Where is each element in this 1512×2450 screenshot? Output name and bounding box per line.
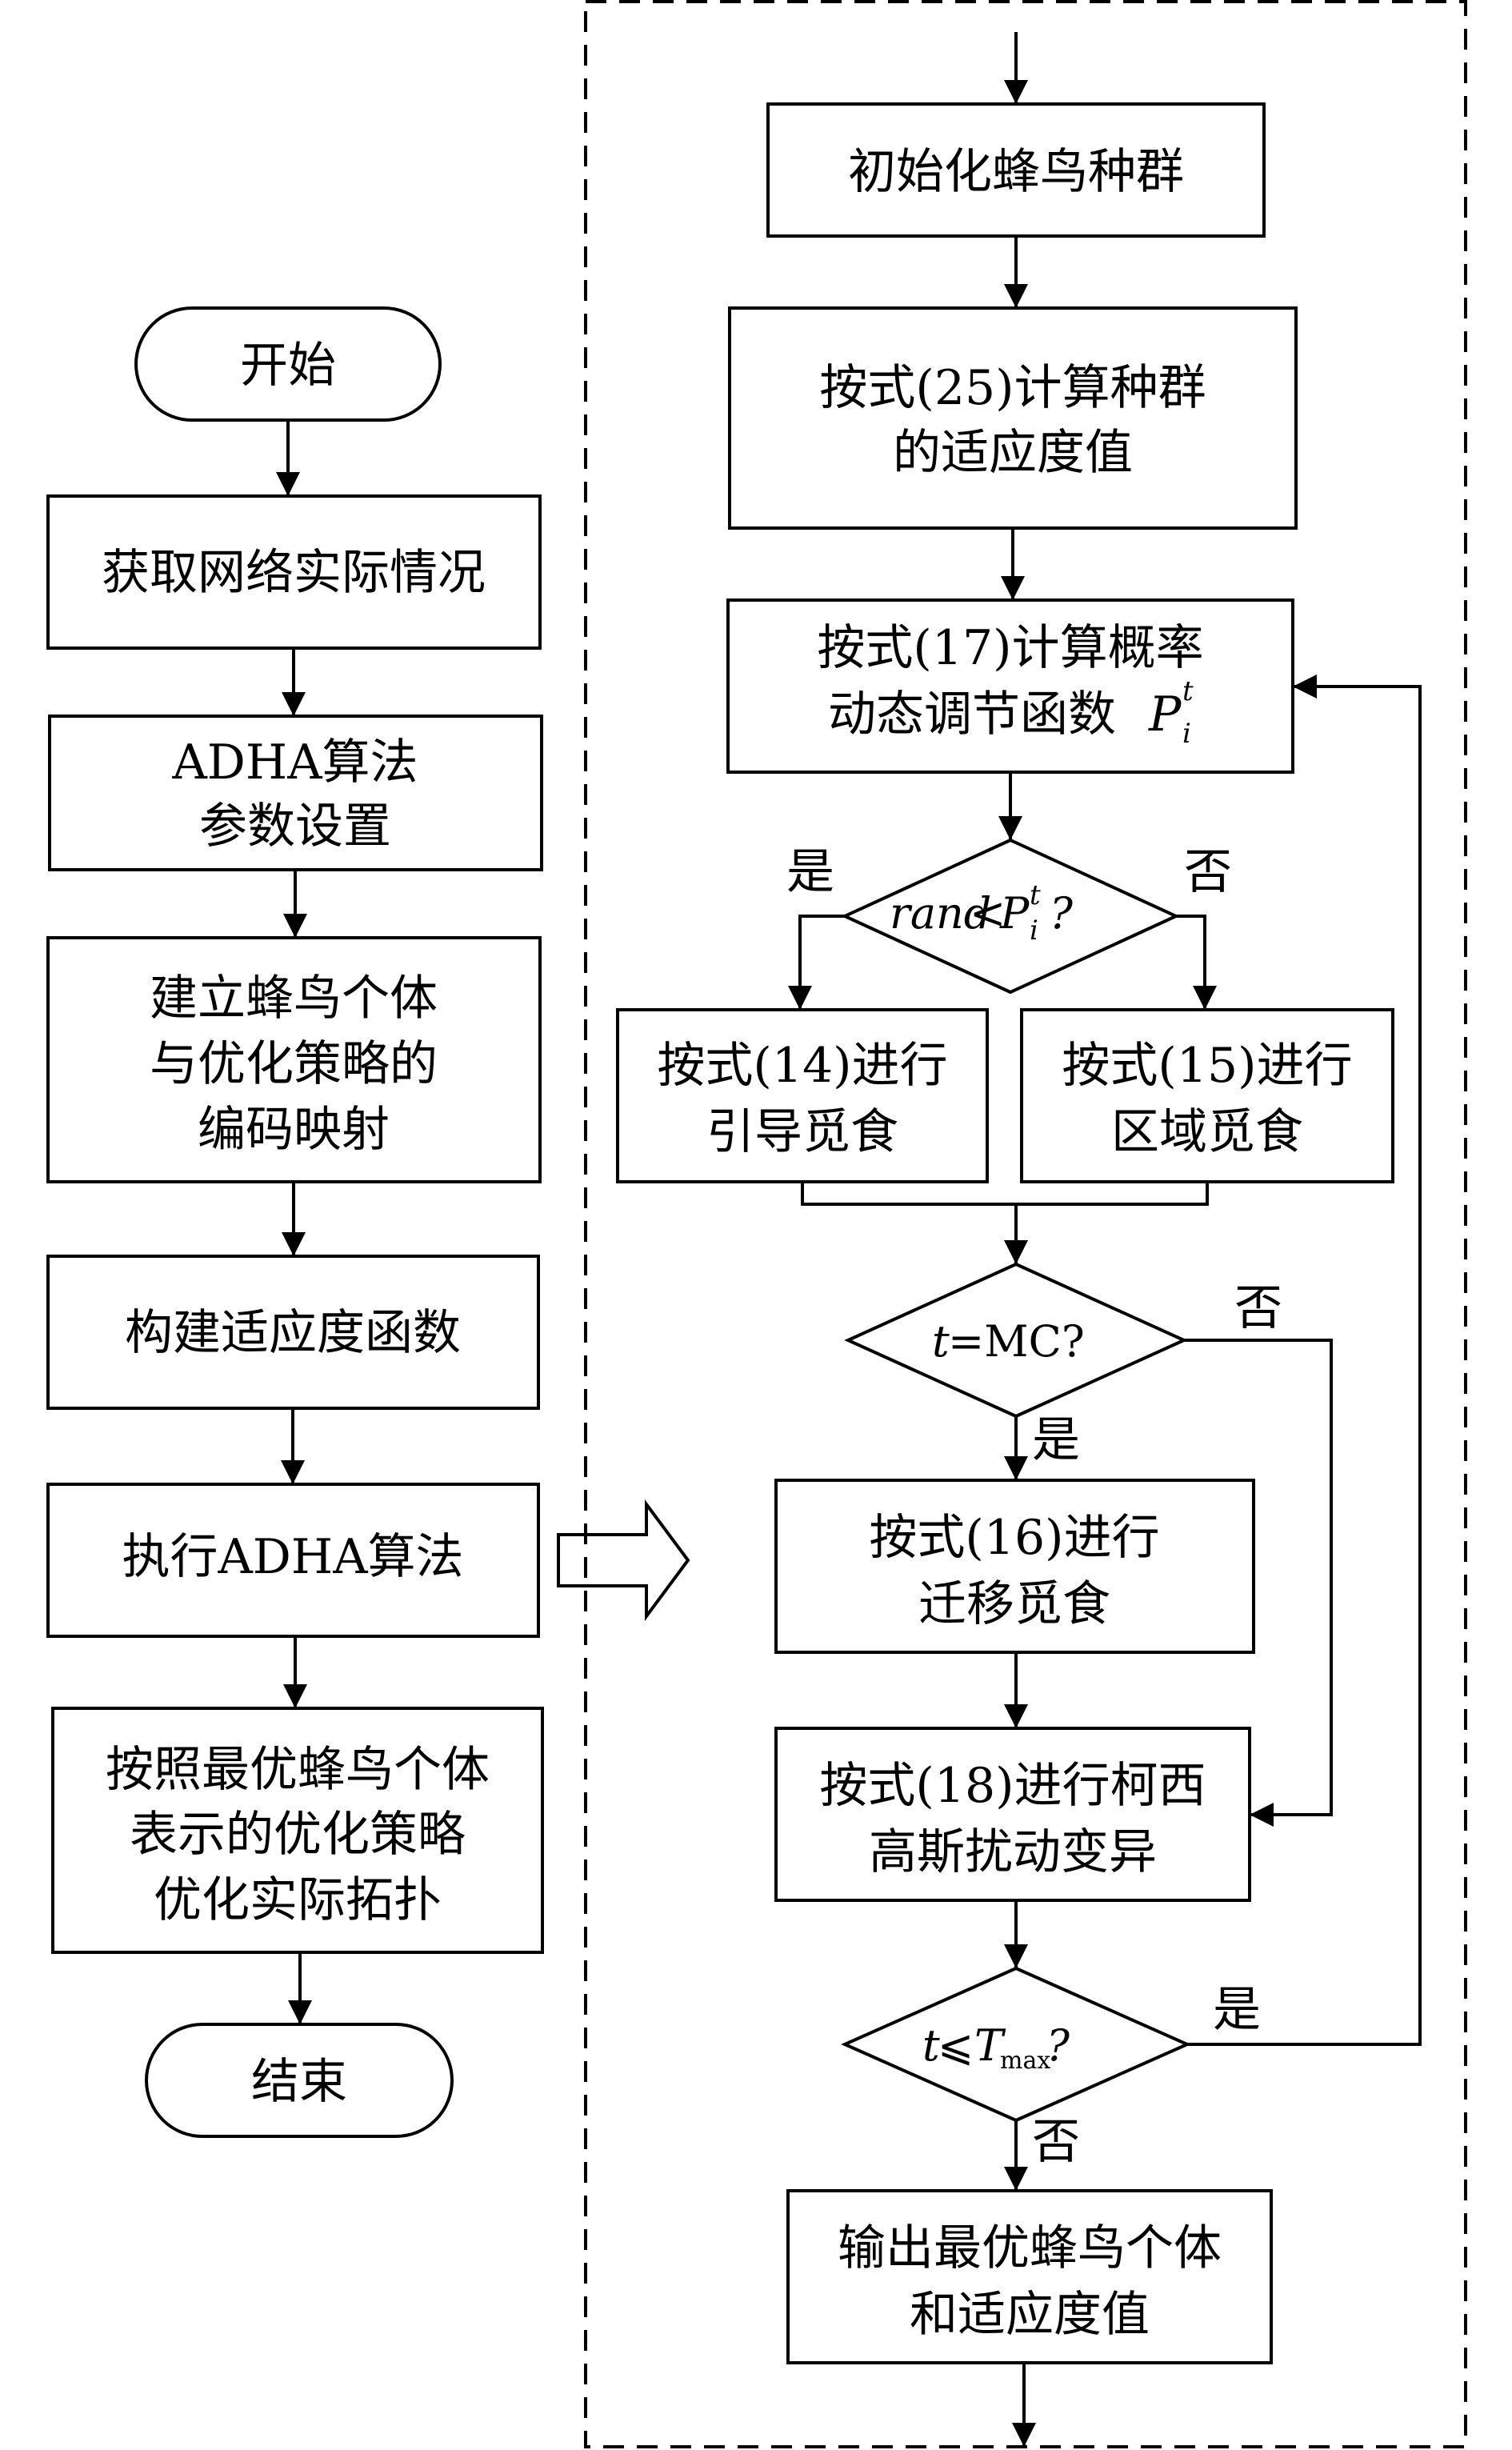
svg-text:优化实际拓扑: 优化实际拓扑 [154, 1872, 442, 1928]
no-label-1: 否 [1184, 844, 1232, 900]
left-step-run-adha: 执行ADHA算法 [46, 1483, 540, 1638]
right-prob-function: 按式(17)计算概率 动态调节函数 P t i [726, 598, 1294, 774]
svg-text:按式(15)进行: 按式(15)进行 [1062, 1038, 1352, 1094]
svg-text:引导觅食: 引导觅食 [706, 1104, 898, 1160]
svg-text:输出最优蜂鸟个体: 输出最优蜂鸟个体 [838, 2220, 1222, 2276]
svg-text:?: ? [1050, 888, 1074, 939]
output-best: 输出最优蜂鸟个体 和适应度值 [786, 2189, 1273, 2364]
svg-text:初始化蜂鸟种群: 初始化蜂鸟种群 [848, 144, 1184, 200]
svg-text:P: P [999, 888, 1030, 939]
svg-text:建立蜂鸟个体: 建立蜂鸟个体 [150, 971, 438, 1027]
left-step-fitness-func: 构建适应度函数 [46, 1255, 540, 1410]
no-label-3: 否 [1032, 2114, 1080, 2170]
svg-text:高斯扰动变异: 高斯扰动变异 [869, 1824, 1157, 1880]
left-end: 结束 [145, 2023, 454, 2138]
svg-text:按式(18)进行柯西: 按式(18)进行柯西 [819, 1758, 1206, 1814]
svg-text:参数设置: 参数设置 [199, 799, 391, 855]
svg-text:结束: 结束 [251, 2054, 347, 2110]
guided-foraging: 按式(14)进行 引导觅食 [616, 1008, 989, 1183]
left-start: 开始 [134, 306, 442, 422]
svg-text:⩽: ⩽ [938, 2020, 974, 2071]
left-step-params: ADHA算法 参数设置 [48, 715, 543, 871]
svg-text:rand: rand [890, 888, 991, 939]
svg-text:ADHA算法: ADHA算法 [171, 735, 418, 791]
migration-foraging: 按式(16)进行 迁移觅食 [774, 1479, 1255, 1654]
yes-label-1: 是 [786, 844, 834, 900]
svg-text:=MC?: =MC? [948, 1316, 1085, 1367]
svg-text:t: t [1030, 879, 1041, 911]
svg-text:执行ADHA算法: 执行ADHA算法 [122, 1529, 463, 1585]
svg-text:按照最优蜂鸟个体: 按照最优蜂鸟个体 [106, 1742, 490, 1798]
svg-text:t: t [932, 1316, 950, 1367]
svg-text:按式(17)计算概率: 按式(17)计算概率 [817, 620, 1203, 676]
territorial-foraging: 按式(15)进行 区域觅食 [1020, 1008, 1394, 1183]
svg-text:表示的优化策略: 表示的优化策略 [130, 1807, 466, 1863]
svg-text:<: < [970, 888, 1006, 939]
hollow-arrow [557, 1499, 690, 1622]
svg-text:与优化策略的: 与优化策略的 [150, 1036, 438, 1092]
decision-mc: t =MC? [844, 1262, 1188, 1419]
no-label-2: 否 [1234, 1280, 1282, 1336]
left-step-encoding: 建立蜂鸟个体 与优化策略的 编码映射 [46, 936, 542, 1183]
svg-text:P: P [1148, 687, 1182, 743]
svg-text:t: t [1182, 675, 1194, 707]
svg-text:开始: 开始 [240, 338, 336, 394]
left-step-get-network: 获取网络实际情况 [46, 494, 542, 650]
svg-text:区域觅食: 区域觅食 [1111, 1104, 1303, 1160]
svg-text:按式(16)进行: 按式(16)进行 [869, 1510, 1159, 1566]
svg-text:和适应度值: 和适应度值 [910, 2287, 1150, 2343]
svg-text:动态调节函数: 动态调节函数 [828, 687, 1116, 743]
yes-label-3: 是 [1213, 1982, 1261, 2038]
svg-text:max: max [1000, 2047, 1050, 2075]
svg-text:构建适应度函数: 构建适应度函数 [125, 1305, 461, 1361]
svg-text:的适应度值: 的适应度值 [893, 425, 1133, 481]
svg-text:按式(25)计算种群: 按式(25)计算种群 [819, 360, 1206, 416]
svg-text:迁移觅食: 迁移觅食 [918, 1576, 1110, 1632]
right-fitness-value: 按式(25)计算种群 的适应度值 [728, 306, 1298, 530]
svg-text:T: T [974, 2020, 1006, 2071]
cauchy-gauss-mutation: 按式(18)进行柯西 高斯扰动变异 [774, 1727, 1251, 1902]
left-step-optimize: 按照最优蜂鸟个体 表示的优化策略 优化实际拓扑 [51, 1707, 544, 1954]
yes-label-2: 是 [1032, 1412, 1080, 1468]
svg-text:t: t [922, 2020, 940, 2071]
decision-rand: rand < P t i ? [841, 838, 1180, 995]
svg-text:i: i [1030, 915, 1038, 947]
right-init-population: 初始化蜂鸟种群 [766, 102, 1266, 238]
decision-tmax: t ⩽ T max ? [841, 1966, 1191, 2123]
svg-text:编码映射: 编码映射 [198, 1102, 390, 1158]
svg-text:i: i [1182, 718, 1191, 750]
svg-text:获取网络实际情况: 获取网络实际情况 [102, 545, 486, 601]
svg-text:?: ? [1046, 2020, 1070, 2071]
svg-text:按式(14)进行: 按式(14)进行 [657, 1038, 947, 1094]
